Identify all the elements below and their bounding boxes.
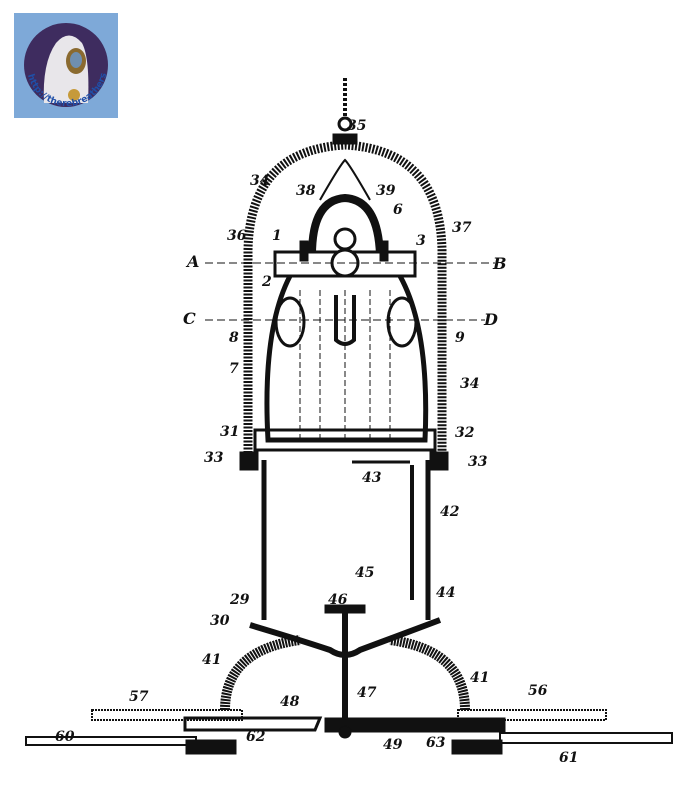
label-30: 30 (210, 613, 230, 629)
label-34-top: 34 (250, 173, 270, 189)
label-49: 49 (383, 737, 403, 753)
label-62: 62 (246, 729, 266, 745)
label-37: 37 (452, 220, 472, 236)
label-8: 8 (229, 330, 239, 346)
label-48: 48 (280, 694, 300, 710)
label-34-side: 34 (460, 376, 480, 392)
label-47: 47 (357, 685, 377, 701)
label-63: 63 (426, 735, 446, 751)
label-35: 35 (347, 118, 367, 134)
label-3: 3 (416, 233, 426, 249)
gear-assembly (25, 709, 673, 755)
label-38: 38 (296, 183, 316, 199)
label-B: B (493, 254, 507, 273)
label-44: 44 (436, 585, 456, 601)
label-33-right: 33 (468, 454, 488, 470)
label-31: 31 (220, 424, 240, 440)
label-A: A (187, 252, 200, 271)
label-60: 60 (55, 729, 75, 745)
outer-hood (243, 140, 447, 460)
hanging-rope (332, 78, 358, 145)
label-57: 57 (129, 689, 149, 705)
label-D: D (484, 310, 498, 329)
label-29: 29 (230, 592, 250, 608)
label-39: 39 (376, 183, 396, 199)
label-56: 56 (528, 683, 548, 699)
label-6: 6 (393, 202, 403, 218)
label-36: 36 (227, 228, 247, 244)
cylinder-body (261, 460, 431, 620)
label-43: 43 (362, 470, 382, 486)
label-32: 32 (455, 425, 475, 441)
label-7: 7 (229, 361, 239, 377)
base-dome (220, 604, 470, 730)
label-33-left: 33 (204, 450, 224, 466)
label-42: 42 (440, 504, 460, 520)
diver-logo-icon: http://therebreathersite.nl (11, 6, 109, 109)
site-logo: http://therebreathersite.nl (11, 6, 118, 118)
label-45: 45 (355, 565, 375, 581)
collar-ring (239, 428, 449, 471)
label-C: C (183, 309, 196, 328)
label-41-left: 41 (202, 652, 222, 668)
label-1: 1 (272, 228, 282, 244)
label-46: 46 (328, 592, 348, 608)
section-lines (205, 262, 495, 321)
helmet-body (264, 158, 429, 443)
label-9: 9 (455, 330, 465, 346)
label-2: 2 (262, 274, 272, 290)
label-41-right: 41 (470, 670, 490, 686)
label-61: 61 (559, 750, 579, 766)
